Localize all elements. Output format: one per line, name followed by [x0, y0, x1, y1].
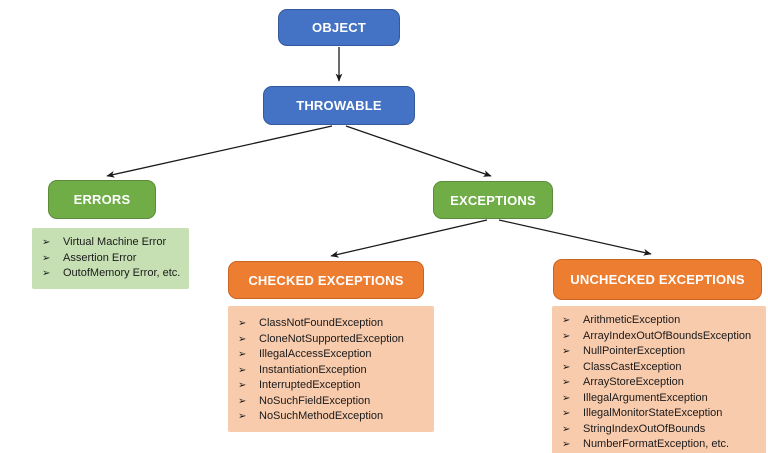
node-throwable: THROWABLE [263, 86, 415, 125]
arrow-bullet-icon: ➢ [238, 318, 247, 329]
node-checked-exceptions: CHECKED EXCEPTIONS [228, 261, 424, 299]
list-item-label: InstantiationException [259, 363, 367, 376]
node-object: OBJECT [278, 9, 400, 46]
arrow-bullet-icon: ➢ [562, 408, 571, 419]
list-item: ➢ ArrayStoreException [562, 375, 758, 391]
node-errors: ERRORS [48, 180, 156, 219]
list-item: ➢ InstantiationException [238, 363, 426, 379]
arrow-bullet-icon: ➢ [562, 361, 571, 373]
node-unchecked-exceptions-label: UNCHECKED EXCEPTIONS [570, 272, 745, 287]
list-item-label: IllegalArgumentException [583, 391, 708, 404]
node-object-label: OBJECT [312, 20, 366, 35]
list-item-label: InterruptedException [259, 379, 361, 391]
arrow-bullet-icon: ➢ [238, 364, 247, 376]
list-item: ➢ Virtual Machine Error [42, 235, 181, 251]
node-exceptions-label: EXCEPTIONS [450, 192, 536, 208]
arrow-exceptions-to-unchecked [498, 219, 652, 256]
list-item-label: IllegalMonitorStateException [583, 407, 723, 419]
list-item-label: OutofMemory Error, etc. [63, 267, 181, 279]
list-item: ➢ ArrayIndexOutOfBoundsException [562, 329, 758, 345]
list-item: ➢ IllegalAccessException [238, 347, 426, 363]
arrow-bullet-icon: ➢ [42, 237, 51, 248]
list-item: ➢ IllegalArgumentException [562, 391, 758, 407]
list-item-label: CloneNotSupportedException [259, 332, 404, 345]
arrow-bullet-icon: ➢ [562, 392, 571, 404]
list-item: ➢ IllegalMonitorStateException [562, 406, 758, 422]
list-item-label: NoSuchFieldException [259, 394, 371, 407]
arrow-bullet-icon: ➢ [562, 423, 571, 435]
list-item: ➢ InterruptedException [238, 378, 426, 394]
list-item-label: NullPointerException [583, 345, 686, 357]
list-item-label: ClassCastException [583, 360, 682, 373]
list-item: ➢ ArithmeticException [562, 313, 758, 329]
arrow-bullet-icon: ➢ [562, 377, 571, 388]
node-errors-label: ERRORS [73, 192, 131, 207]
list-item-label: ArithmeticException [583, 314, 681, 326]
list-item-label: NoSuchMethodException [259, 410, 384, 422]
list-item: ➢ ClassNotFoundException [238, 316, 426, 332]
list-item: ➢ ClassCastException [562, 360, 758, 376]
arrow-throwable-to-errors [106, 125, 333, 178]
list-item-label: StringIndexOutOfBounds [583, 422, 706, 435]
arrow-bullet-icon: ➢ [42, 252, 51, 264]
arrow-bullet-icon: ➢ [562, 330, 571, 342]
arrow-bullet-icon: ➢ [562, 315, 571, 326]
node-checked-exceptions-label: CHECKED EXCEPTIONS [248, 272, 404, 288]
arrow-bullet-icon: ➢ [42, 268, 51, 279]
list-item-label: Virtual Machine Error [63, 236, 167, 248]
unchecked-exceptions-list: ➢ ArithmeticException ➢ ArrayIndexOutOfBoun… [552, 306, 766, 453]
list-item: ➢ Assertion Error [42, 251, 181, 267]
checked-exceptions-list: ➢ ClassNotFoundException ➢ CloneNotSupporte… [228, 306, 434, 432]
arrow-bullet-icon: ➢ [238, 411, 247, 422]
arrow-bullet-icon: ➢ [238, 349, 247, 360]
list-item-label: NumberFormatException, etc. [583, 438, 730, 450]
list-item-label: Assertion Error [63, 251, 137, 264]
arrow-bullet-icon: ➢ [238, 395, 247, 407]
list-item: ➢ StringIndexOutOfBounds [562, 422, 758, 438]
errors-list: ➢ Virtual Machine Error ➢ Assertion Error ➢ O… [32, 228, 189, 289]
arrow-exceptions-to-checked [330, 219, 488, 258]
list-item: ➢ OutofMemory Error, etc. [42, 266, 181, 282]
list-item: ➢ NoSuchFieldException [238, 394, 426, 410]
node-exceptions: EXCEPTIONS [433, 181, 553, 219]
list-item: ➢ NullPointerException [562, 344, 758, 360]
arrow-bullet-icon: ➢ [238, 380, 247, 391]
list-item-label: ArrayStoreException [583, 376, 684, 388]
list-item-label: ClassNotFoundException [259, 317, 384, 329]
arrow-throwable-to-exceptions [345, 125, 492, 177]
list-item: ➢ NumberFormatException, etc. [562, 437, 758, 453]
arrow-bullet-icon: ➢ [562, 439, 571, 450]
list-item-label: IllegalAccessException [259, 348, 372, 360]
arrow-bullet-icon: ➢ [562, 346, 571, 357]
list-item: ➢ CloneNotSupportedException [238, 332, 426, 348]
arrow-bullet-icon: ➢ [238, 333, 247, 345]
list-item: ➢ NoSuchMethodException [238, 409, 426, 425]
node-unchecked-exceptions: UNCHECKED EXCEPTIONS [553, 259, 762, 300]
node-throwable-label: THROWABLE [296, 98, 382, 113]
list-item-label: ArrayIndexOutOfBoundsException [583, 329, 752, 342]
